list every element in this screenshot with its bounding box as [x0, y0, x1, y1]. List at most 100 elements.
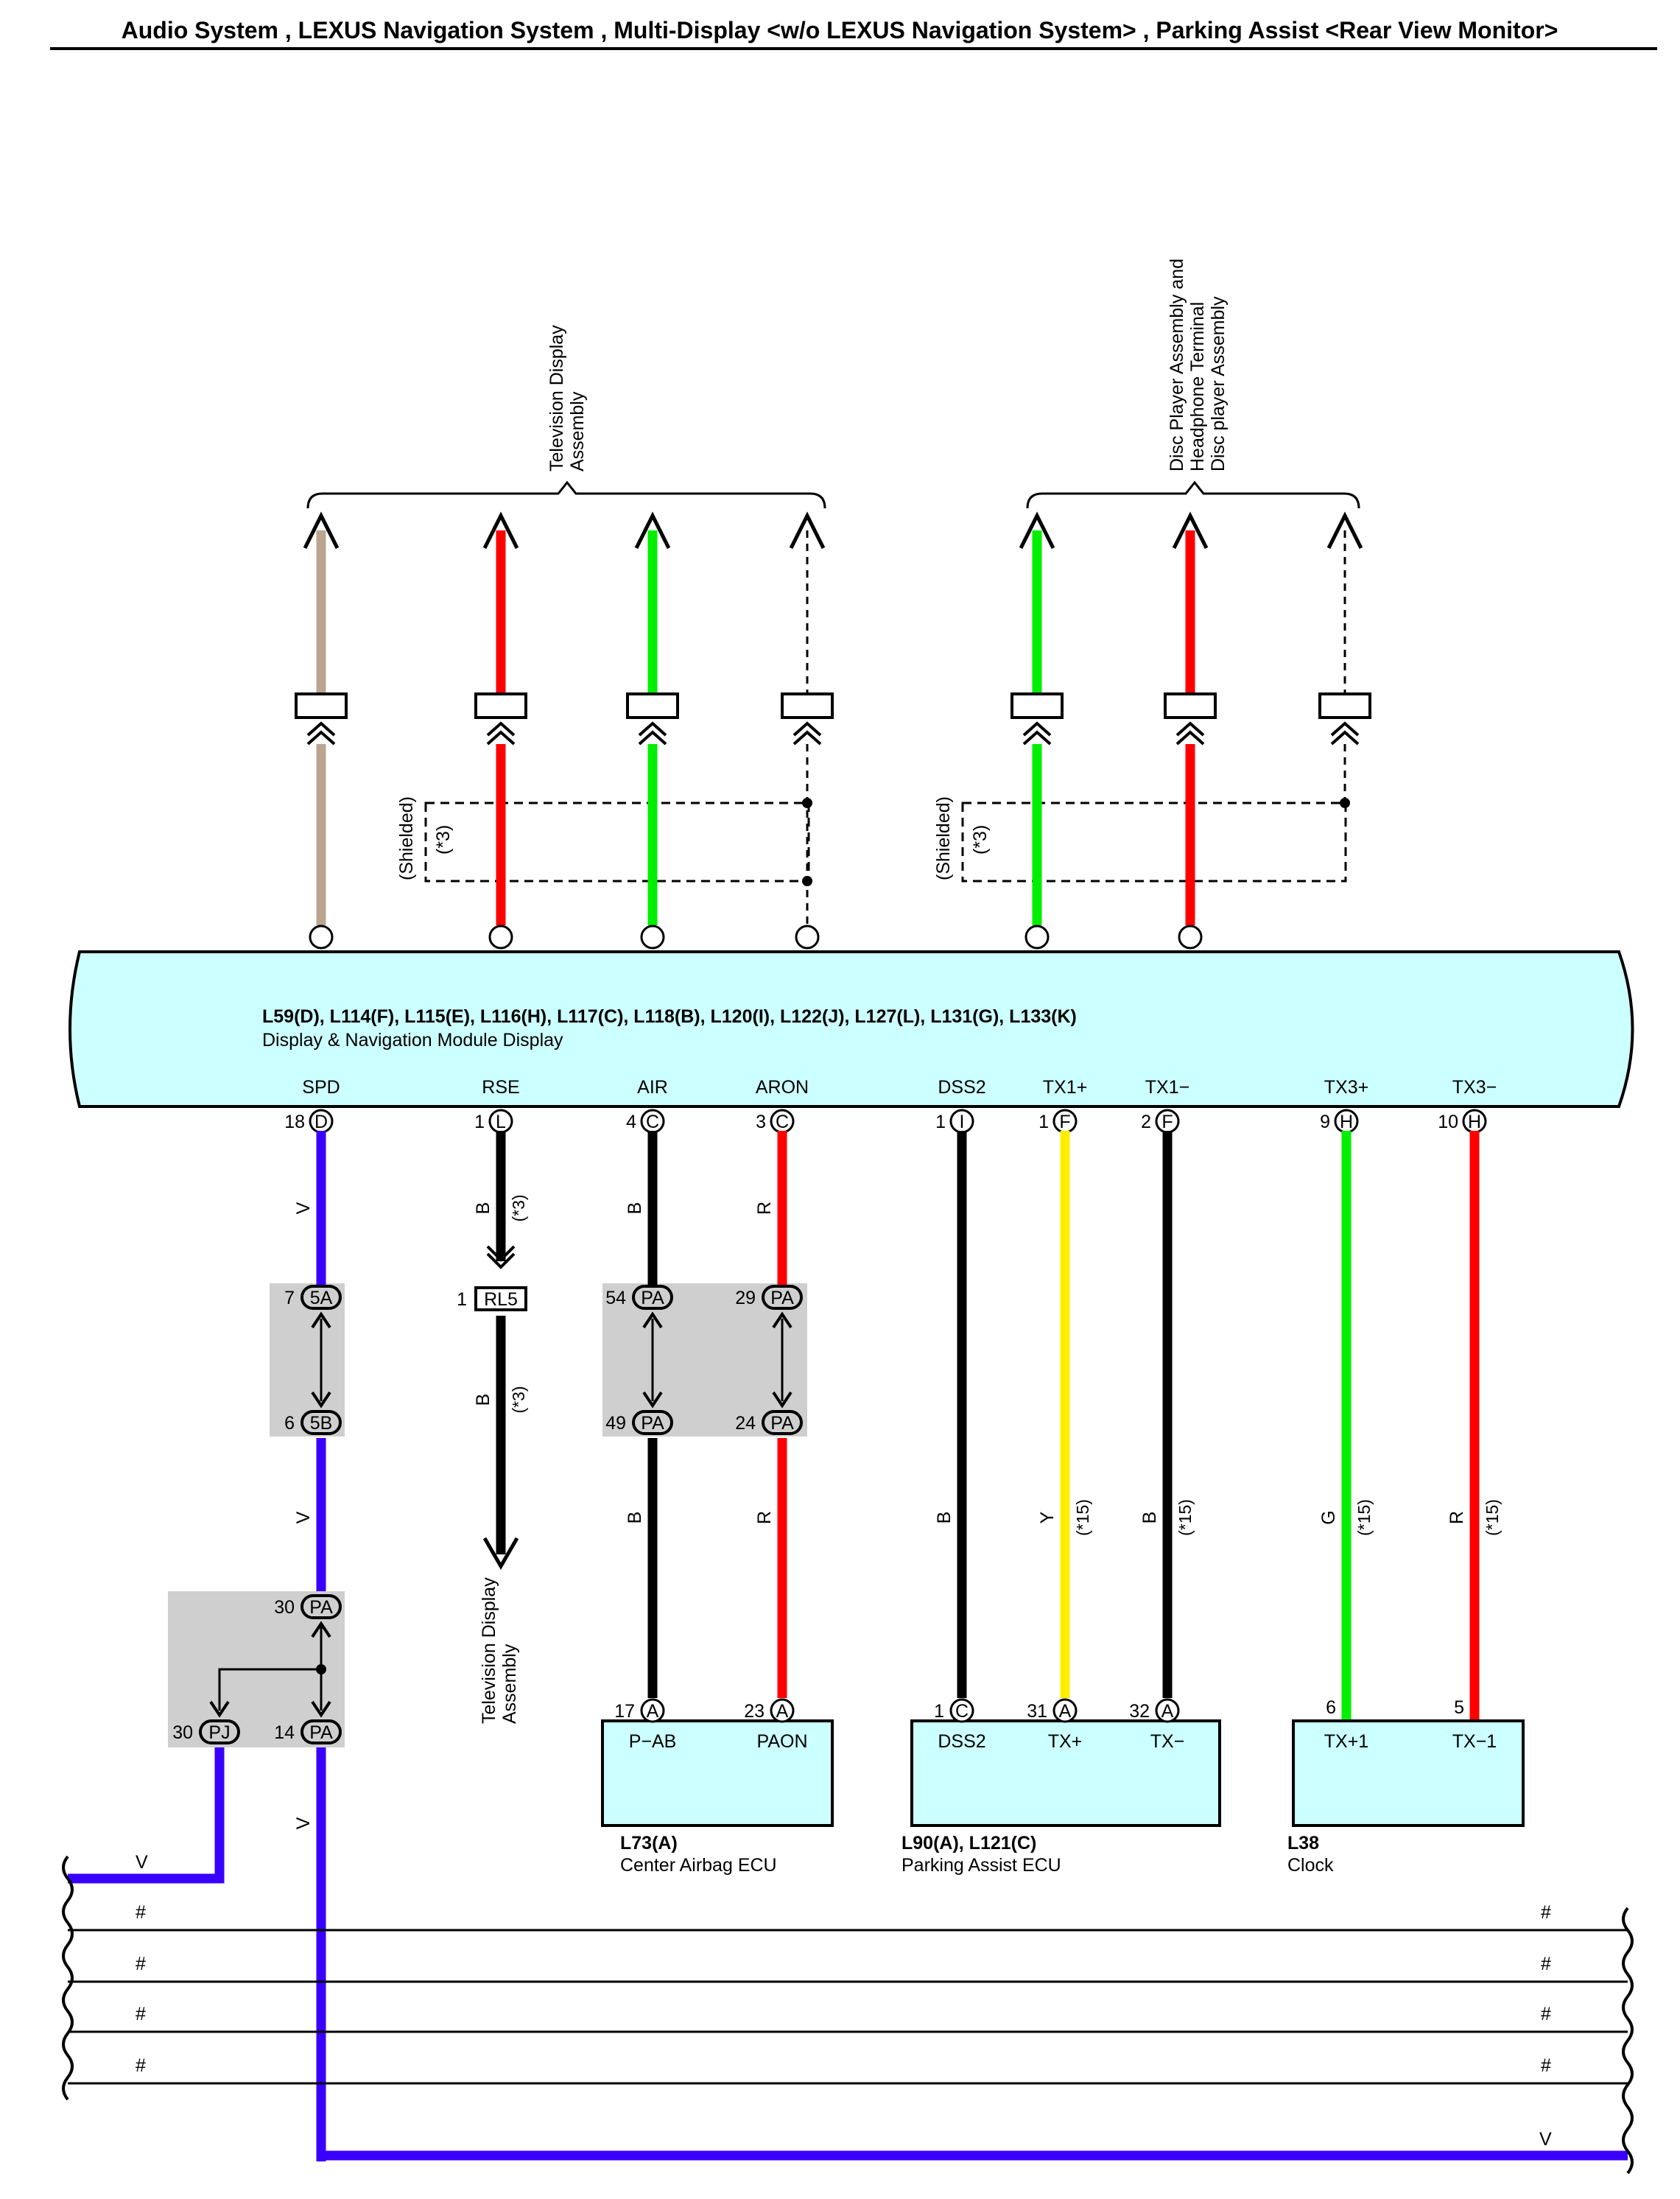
lower-term-4-conn: I [960, 1112, 965, 1132]
upper-wire-6-chevron-1 [1330, 721, 1360, 737]
bus-hash-3-right: # [1541, 2004, 1551, 2024]
module-connectors: L59(D), L114(F), L115(E), L116(H), L117(… [262, 1006, 1077, 1027]
upper-wire-3-splice-1 [802, 798, 812, 808]
jc-spd-arrow-up [311, 1311, 331, 1329]
jc-spd-lower[interactable] [300, 1410, 342, 1435]
jc-j3-top-pin: 30 [274, 1597, 295, 1618]
jc-j3-branch [218, 1668, 321, 1711]
upper-wire-1-rl-box[interactable] [474, 692, 527, 719]
top-group-disc-line1: Disc Player Assembly and [1167, 259, 1187, 471]
lower-term-1-conn: L [496, 1112, 506, 1132]
top-group-disc-line2: Headphone Terminal [1187, 302, 1208, 471]
lower-term-3-pin: 3 [756, 1112, 766, 1132]
upper-wire-0-pin-circle[interactable] [309, 925, 334, 950]
jc-air-lower-conn: PA [641, 1413, 664, 1434]
label-tx1m-note: (*15) [1175, 1499, 1195, 1536]
upper-wire-2-chevron-1 [638, 721, 667, 737]
brace-tv [306, 480, 826, 509]
jc-j3-left[interactable] [199, 1719, 240, 1744]
upper-wire-1-pin-circle[interactable] [488, 925, 513, 950]
ecu-airbag-body[interactable] [601, 1719, 834, 1827]
ecu-clock[interactable]: 6 TX+1 5 TX−1 L38 Clock [1287, 1697, 1525, 1876]
lower-term-7-conn: H [1340, 1112, 1353, 1132]
ecu-clock-body[interactable] [1292, 1719, 1525, 1827]
upper-wire-1-chevron-2 [486, 730, 516, 746]
bus-right-break [1622, 1907, 1634, 2175]
jc-air-upper[interactable] [632, 1285, 673, 1310]
jc-spd-arrow-down [311, 1391, 331, 1409]
upper-wire-2-pin-circle[interactable] [640, 925, 665, 950]
bus-hash-1-right: # [1541, 1902, 1551, 1923]
brace-disc [1026, 480, 1360, 509]
top-group-disc-line3: Disc player Assembly [1208, 296, 1229, 471]
jc-j3-top[interactable] [300, 1594, 342, 1619]
rl5-box[interactable] [474, 1286, 527, 1311]
lower-term-6-conn: F [1161, 1112, 1173, 1132]
lower-term-4-pin: 1 [935, 1112, 946, 1132]
jc-aron-upper[interactable] [762, 1285, 803, 1310]
jc-spd-upper[interactable] [300, 1285, 342, 1310]
jc-spd-upper-pin: 7 [284, 1288, 295, 1308]
jc-air-upper-pin: 54 [605, 1288, 626, 1308]
ecu-center-airbag[interactable]: A 17 P−AB A 23 PAON L73(A) Center Airbag… [601, 1698, 834, 1876]
label-spd-mid: V [293, 1511, 314, 1523]
bus-hash-4-right: # [1541, 2055, 1551, 2076]
label-rse-top: B [473, 1202, 493, 1215]
rse-dest-line2: Assembly [499, 1644, 520, 1724]
upper-wire-4-rl-box[interactable] [1011, 692, 1064, 719]
lower-wire-labels: V V V B (*3) B (*3) B B R R B Y (*15) B … [293, 1194, 1502, 1829]
upper-wire-4-chevron-2 [1022, 730, 1052, 746]
ecu-parking-pin2-term: TX+ [1048, 1731, 1083, 1752]
upper-wire-3-chevron-1 [792, 721, 822, 737]
ecu-clock-name: Clock [1287, 1855, 1334, 1876]
lower-term-0-pin: 18 [284, 1112, 305, 1132]
jc-j3-arrow-up [311, 1621, 331, 1638]
jc-j3-right[interactable] [300, 1719, 342, 1744]
lower-term-3-label: ARON [756, 1077, 809, 1098]
label-tx1m: B [1139, 1512, 1160, 1524]
ecu-parking-assist[interactable]: C 1 DSS2 A 31 TX+ A 32 TX− L90(A), L121(… [901, 1698, 1221, 1876]
module-name: Display & Navigation Module Display [262, 1030, 563, 1051]
jc-aron-lower[interactable] [762, 1410, 803, 1435]
bus-hash-2-left: # [136, 1954, 146, 1974]
module-body[interactable] [68, 950, 1634, 1108]
lower-term-6-pin: 2 [1141, 1112, 1151, 1132]
label-tx3m: R [1447, 1511, 1467, 1524]
display-navigation-module[interactable]: L59(D), L114(F), L115(E), L116(H), L117(… [68, 950, 1634, 1108]
label-tx3m-note: (*15) [1483, 1499, 1502, 1536]
ecu-airbag-pin2-num: 23 [744, 1701, 765, 1722]
ecu-airbag-pin1-conn: A [647, 1701, 659, 1722]
lower-terminals: SPDD18RSEL1AIRC4ARONC3DSS2I1TX1+F1TX1−F2… [284, 1077, 1497, 1134]
lower-term-5-pin: 1 [1038, 1112, 1049, 1132]
upper-wire-3-splice-2 [802, 876, 812, 886]
bus-hash-4-left: # [136, 2055, 146, 2076]
ecu-parking-name: Parking Assist ECU [901, 1855, 1061, 1876]
bus-left-break [62, 1855, 74, 2101]
upper-wire-0-rl-box[interactable] [295, 692, 348, 719]
upper-wire-5-arrow [1172, 511, 1209, 550]
lower-term-5-conn: F [1059, 1112, 1070, 1132]
ecu-parking-pin3-num: 32 [1129, 1701, 1150, 1722]
lower-term-2-pin: 4 [626, 1112, 636, 1132]
upper-wire-6-rl-box[interactable] [1318, 692, 1371, 719]
upper-wire-3-rl-box[interactable] [781, 692, 834, 719]
upper-wire-4-pin-circle[interactable] [1024, 925, 1050, 950]
top-group-tv-line2: Assembly [567, 391, 588, 471]
ecu-parking-body[interactable] [910, 1719, 1221, 1827]
ecu-parking-pin2-num: 31 [1027, 1701, 1047, 1722]
upper-wire-2-rl-box[interactable] [626, 692, 679, 719]
jc-air-lower[interactable] [632, 1410, 673, 1435]
lower-term-8-conn: H [1468, 1112, 1481, 1132]
ecu-parking-pin1-conn: C [955, 1701, 969, 1722]
shield-box-2-outline [961, 802, 1347, 883]
junction-connectors: 5A 7 5B 6 PA 54 PA 49 PA 29 PA 24 PA 30 … [172, 1285, 803, 1744]
upper-wire-3-pin-circle[interactable] [795, 925, 820, 950]
rl5-label: RL5 [484, 1289, 518, 1310]
label-dss2: B [934, 1512, 955, 1524]
upper-wire-2-chevron-2 [638, 730, 667, 746]
ecu-airbag-pin1-circle [640, 1698, 665, 1723]
ecu-parking-pin1-num: 1 [934, 1701, 944, 1722]
upper-wire-5-pin-circle[interactable] [1178, 925, 1203, 950]
upper-wire-5-rl-box[interactable] [1164, 692, 1217, 719]
